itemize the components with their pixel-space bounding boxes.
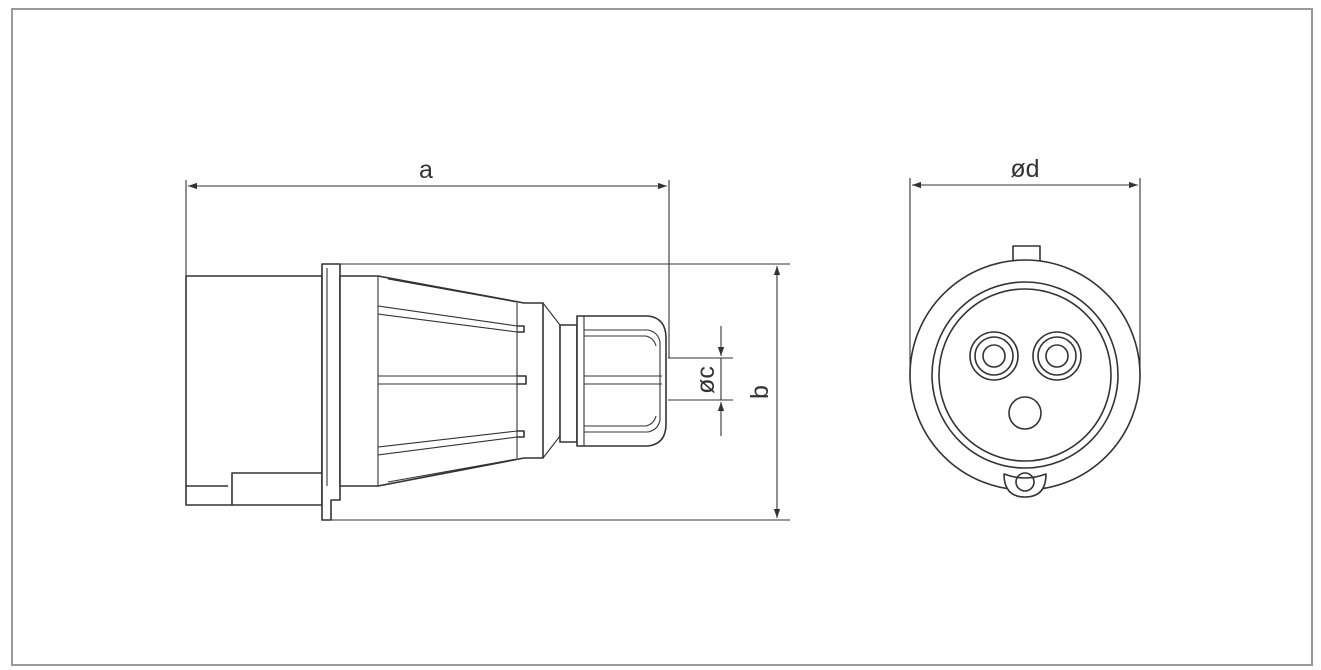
tapered-body [339,275,561,487]
dimension-label-b: b [746,385,774,399]
gland-nut [559,315,667,447]
rear-body [185,275,323,506]
socket-face [938,288,1112,462]
pin-socket-right [1032,331,1082,381]
dimension-label-d: ød [1010,155,1039,183]
side-view: a b øc [185,156,790,521]
earth-socket [1008,396,1042,430]
key-tab [1012,245,1041,262]
keyway-hole [1015,472,1035,492]
pin-socket-left [969,331,1019,381]
dimension-label-a: a [419,156,433,184]
front-view: ød [909,155,1141,498]
dimension-b: b [331,263,790,521]
drawing-frame [11,8,1313,666]
dimension-c: øc [668,326,733,436]
inner-face [931,281,1119,469]
dimension-label-c: øc [692,366,720,394]
keyway-notch [1003,473,1047,498]
dimension-a: a [185,156,670,358]
flange [321,263,341,521]
dimension-d: ød [909,155,1141,375]
